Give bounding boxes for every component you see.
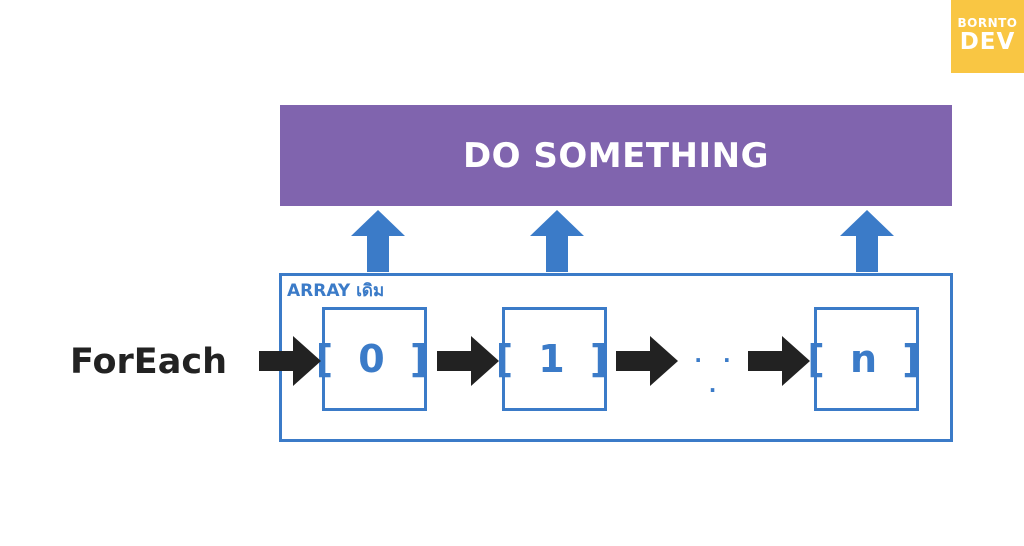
banner-text: DO SOMETHING bbox=[462, 135, 770, 176]
ellipsis: · · · bbox=[694, 348, 738, 402]
logo-line-2: DEV bbox=[959, 29, 1016, 55]
bornto-dev-logo: BORNTO DEV bbox=[951, 0, 1024, 73]
array-element-0: [ 0 ] bbox=[316, 307, 427, 411]
right-arrow-icon bbox=[259, 336, 321, 386]
right-arrow-icon bbox=[616, 336, 678, 386]
right-arrow-icon bbox=[748, 336, 810, 386]
up-arrow-icon bbox=[351, 210, 405, 272]
array-element-1: [ 1 ] bbox=[496, 307, 607, 411]
array-element-n: [ n ] bbox=[807, 307, 920, 411]
do-something-banner: DO SOMETHING bbox=[280, 105, 952, 206]
right-arrow-icon bbox=[437, 336, 499, 386]
array-label: ARRAY เดิม bbox=[287, 281, 385, 301]
logo-line-1: BORNTO bbox=[957, 16, 1018, 30]
up-arrow-icon bbox=[530, 210, 584, 272]
foreach-label: ForEach bbox=[70, 342, 227, 382]
up-arrow-icon bbox=[840, 210, 894, 272]
